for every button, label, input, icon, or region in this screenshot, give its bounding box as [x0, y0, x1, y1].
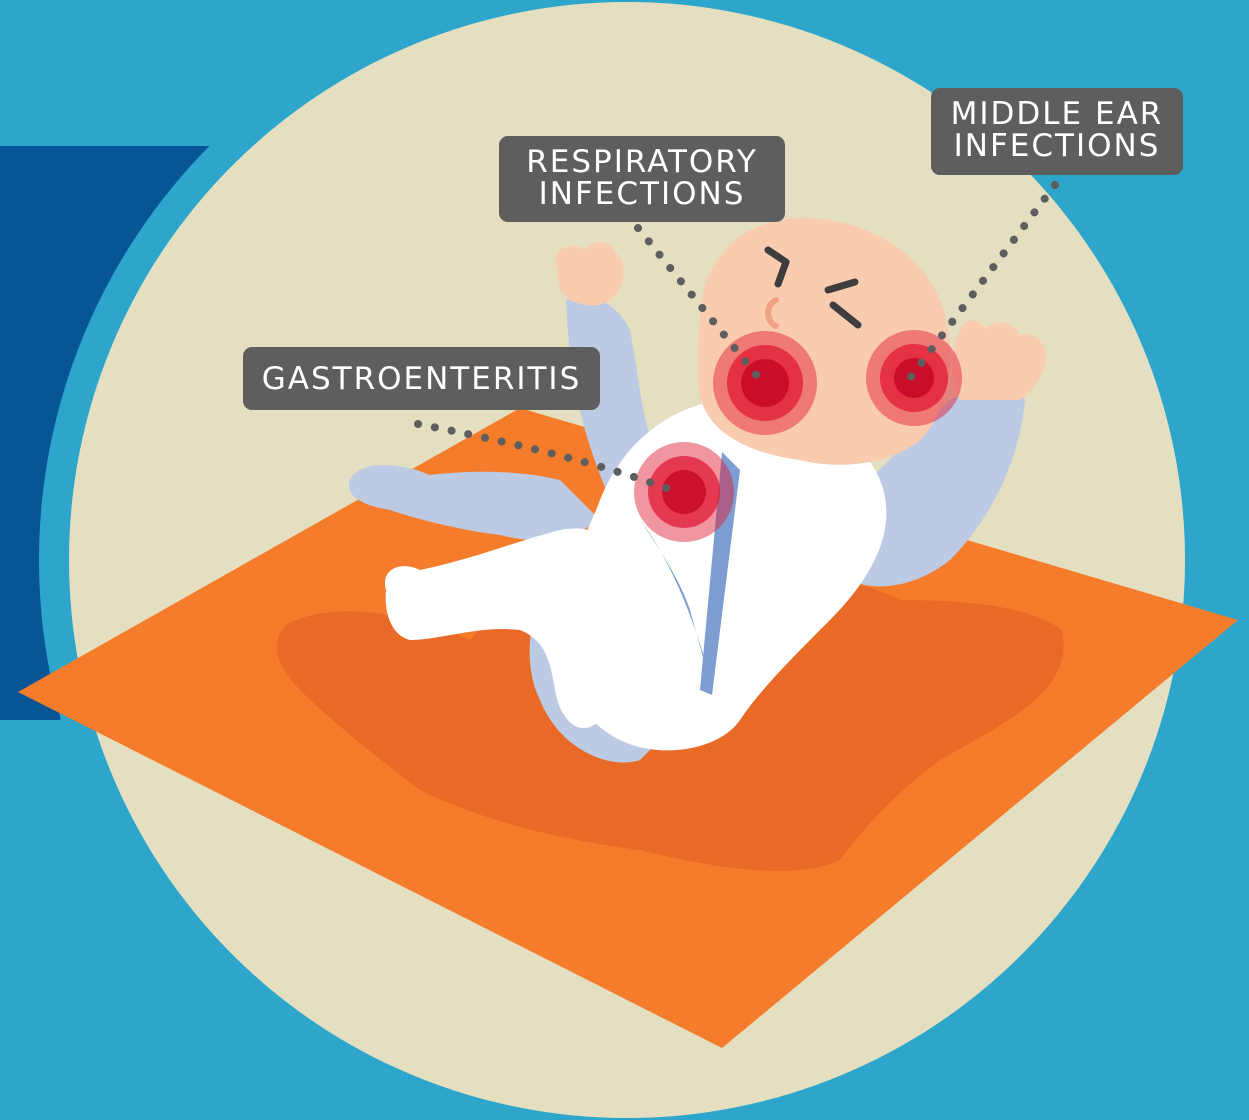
middle-ear-infections-label: MIDDLE EAR INFECTIONS — [931, 88, 1183, 175]
respiratory-infection-spot — [713, 331, 817, 435]
respiratory-infections-label: RESPIRATORY INFECTIONS — [499, 136, 785, 222]
gastroenteritis-label: GASTROENTERITIS — [243, 347, 600, 410]
gastro-infection-spot — [634, 442, 734, 542]
